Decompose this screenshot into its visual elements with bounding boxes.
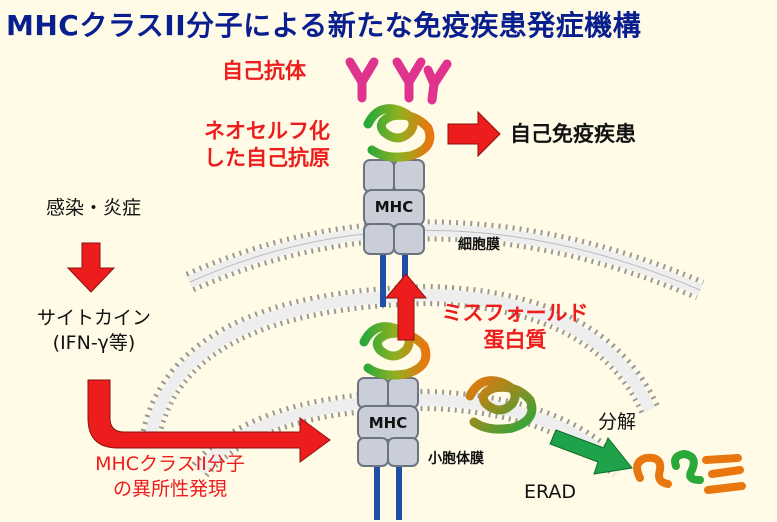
label-misfolded-line1: ミスフォールド	[441, 301, 589, 325]
label-cytokine-line2: (IFN-γ等)	[52, 331, 136, 354]
label-cytokine-line1: サイトカイン	[36, 307, 151, 329]
label-erad: ERAD	[524, 481, 577, 503]
label-autoantibody: 自己抗体	[222, 59, 306, 83]
helix-bottom	[359, 322, 431, 380]
label-ectopic-line2: の異所性発現	[112, 477, 227, 500]
label-misfolded: ミスフォールド 蛋白質	[430, 300, 600, 355]
label-neoself: ネオセルフ化 した自己抗原	[204, 118, 330, 173]
red-arrows	[66, 110, 501, 463]
label-misfolded-line2: 蛋白質	[483, 328, 547, 353]
green-arrow	[549, 429, 633, 475]
misfolded-protein	[465, 376, 537, 434]
antibody-icons	[345, 57, 452, 105]
label-neoself-line1: ネオセルフ化	[204, 119, 330, 143]
label-neoself-line2: した自己抗原	[204, 146, 330, 171]
label-autoimmune-disease: 自己免疫疾患	[510, 122, 636, 146]
cell-membrane	[185, 219, 705, 301]
label-infection: 感染・炎症	[46, 197, 142, 219]
label-mhc-top: MHC	[374, 198, 414, 216]
mhc-top	[363, 159, 425, 307]
label-er-membrane: 小胞体膜	[428, 451, 484, 467]
label-cytokine: サイトカイン (IFN-γ等)	[24, 306, 164, 355]
label-ectopic-expression: MHCクラスII分子 の異所性発現	[60, 452, 280, 501]
helix-top	[363, 104, 435, 162]
degraded-fragments	[633, 449, 746, 494]
label-ectopic-line1: MHCクラスII分子	[95, 453, 245, 475]
label-cell-membrane: 細胞膜	[458, 237, 500, 253]
page-title: MHCクラスII分子による新たな免疫疾患発症機構	[6, 9, 642, 42]
mhc-bottom	[357, 377, 419, 520]
label-mhc-bottom: MHC	[368, 414, 408, 432]
label-degradation: 分解	[598, 411, 637, 433]
